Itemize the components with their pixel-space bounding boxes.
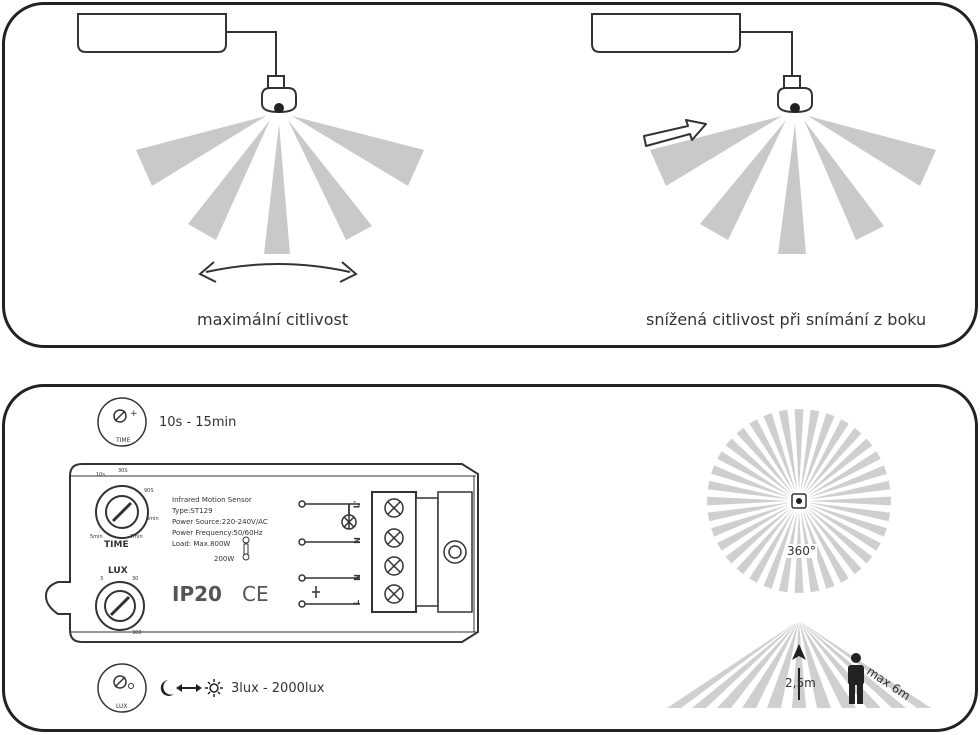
height-arrow <box>792 644 806 700</box>
time-tick-30s: 30S <box>118 468 128 474</box>
lux-tick-3: 3 <box>100 576 104 582</box>
coverage-ray <box>794 409 804 490</box>
side-coverage-ray <box>801 622 931 708</box>
coverage-ray <box>711 504 788 537</box>
coverage-ray <box>809 451 881 496</box>
device-load-led: 200W <box>214 555 235 563</box>
coverage-ray <box>808 438 873 494</box>
time-range-text: 10s - 15min <box>159 415 237 430</box>
time-icon-label: TIME <box>116 437 131 444</box>
time-tick-7min: 7min <box>130 534 143 540</box>
right-detection-beams <box>650 116 936 254</box>
coverage-ray <box>711 465 788 498</box>
person-icon <box>848 653 864 704</box>
caption-max-sensitivity: maximální citlivost <box>197 310 349 329</box>
time-dial-label: TIME <box>104 540 129 550</box>
coverage-ray <box>749 419 794 491</box>
side-coverage-ray <box>667 622 797 708</box>
lux-tick-30: 30 <box>132 576 139 582</box>
side-coverage-ray <box>799 622 856 708</box>
coverage-ray <box>809 506 881 551</box>
coverage-ray <box>707 480 788 500</box>
side-coverage-ray <box>692 622 798 708</box>
coverage-angle-label: 360° <box>786 544 817 558</box>
coverage-ray <box>736 427 792 492</box>
device-power-source: Power Source:220-240V/AC <box>172 518 268 526</box>
specs-panel <box>2 384 978 732</box>
side-coverage-ray <box>799 622 831 708</box>
sensor-device <box>44 463 479 643</box>
height-label: 2,5m <box>785 676 816 690</box>
sun-icon <box>205 679 223 697</box>
side-coverage-ray <box>717 622 798 708</box>
double-arrow-icon <box>176 684 202 692</box>
side-approach-arrow <box>643 119 707 147</box>
coverage-ray <box>763 512 796 589</box>
coverage-ray <box>804 511 849 583</box>
caption-reduced-sensitivity: snížená citlivost při snímání z boku <box>646 310 927 329</box>
ce-mark: CE <box>242 582 269 606</box>
coverage-ray <box>810 496 891 506</box>
left-detection-beams <box>136 116 424 254</box>
coverage-360-pattern <box>707 409 891 593</box>
coverage-ray <box>802 413 835 490</box>
coverage-ray <box>810 480 891 500</box>
device-power-frequency: Power Frequency:50/60Hz <box>172 529 263 537</box>
coverage-ray <box>725 508 790 564</box>
coverage-ray <box>736 510 792 575</box>
terminal-label-l-prime: L' <box>352 500 362 509</box>
coverage-ray <box>749 511 794 583</box>
lux-range-text: 3lux - 2000lux <box>231 681 325 696</box>
coverage-ray <box>800 409 820 490</box>
side-coverage-ray <box>792 622 806 708</box>
coverage-ray <box>808 508 873 564</box>
moon-icon <box>160 680 174 696</box>
time-tick-90s: 90S <box>144 488 154 494</box>
lux-tick-300: 300 <box>132 630 142 636</box>
sensor-dot <box>791 493 807 509</box>
coverage-ray <box>810 465 887 498</box>
left-ceiling-fixture <box>77 13 297 114</box>
left-double-arrow <box>198 261 358 283</box>
coverage-ray <box>717 451 789 496</box>
coverage-ray <box>725 438 790 494</box>
coverage-ray <box>804 419 849 491</box>
terminal-label-l: L <box>352 599 362 606</box>
time-knob-icon: + <box>97 397 147 447</box>
time-tick-10s: 10s <box>96 472 105 478</box>
side-coverage-ray <box>767 622 799 708</box>
coverage-ray <box>810 504 887 537</box>
coverage-ray <box>802 512 835 589</box>
terminal-label-n-upper: N <box>352 537 362 544</box>
coverage-ray <box>806 427 862 492</box>
coverage-ray <box>707 496 788 506</box>
device-title: Infrared Motion Sensor <box>172 496 252 504</box>
coverage-ray <box>806 510 862 575</box>
coverage-ray <box>717 506 789 551</box>
ip-rating: IP20 <box>172 582 222 606</box>
coverage-ray <box>810 502 891 522</box>
time-tick-5min: 5min <box>90 534 103 540</box>
side-coverage-ray <box>742 622 799 708</box>
coverage-ray <box>763 413 796 490</box>
coverage-ray <box>778 409 798 490</box>
lux-knob-icon <box>97 663 147 713</box>
device-load: Load: Max.800W <box>172 540 231 548</box>
lux-icon-label: LUX <box>116 703 128 710</box>
coverage-ray <box>707 502 788 522</box>
device-type: Type:ST129 <box>172 507 213 515</box>
right-ceiling-fixture <box>591 13 813 114</box>
svg-text:+: + <box>130 409 138 419</box>
lux-dial-label: LUX <box>108 566 128 576</box>
terminal-label-n-lower: N <box>352 574 362 581</box>
time-tick-3min: 3min <box>146 516 159 522</box>
